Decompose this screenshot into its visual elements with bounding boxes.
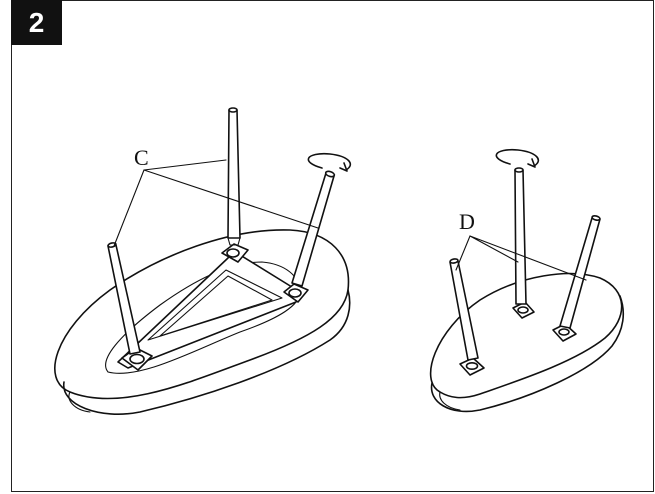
callout-lines-c xyxy=(113,159,319,247)
right-table: D xyxy=(429,148,625,413)
left-mount-plate-right xyxy=(283,283,309,303)
callout-label-d: D xyxy=(459,209,475,234)
callout-label-c: C xyxy=(134,145,149,170)
left-tabletop-rim xyxy=(63,289,351,415)
step-number-badge: 2 xyxy=(11,0,62,45)
rotate-arrow-icon xyxy=(307,152,352,172)
left-table: C xyxy=(54,107,352,415)
left-tabletop-inner xyxy=(105,261,301,374)
right-tabletop-rim xyxy=(430,295,625,413)
instruction-panel xyxy=(11,0,654,492)
right-mount-plate-right xyxy=(552,323,577,342)
rotate-arrow-icon xyxy=(495,148,540,168)
left-leg-center xyxy=(227,109,241,239)
right-leg-center xyxy=(514,169,527,305)
left-mount-plate-top xyxy=(221,243,249,263)
callout-lines-d xyxy=(455,235,587,281)
